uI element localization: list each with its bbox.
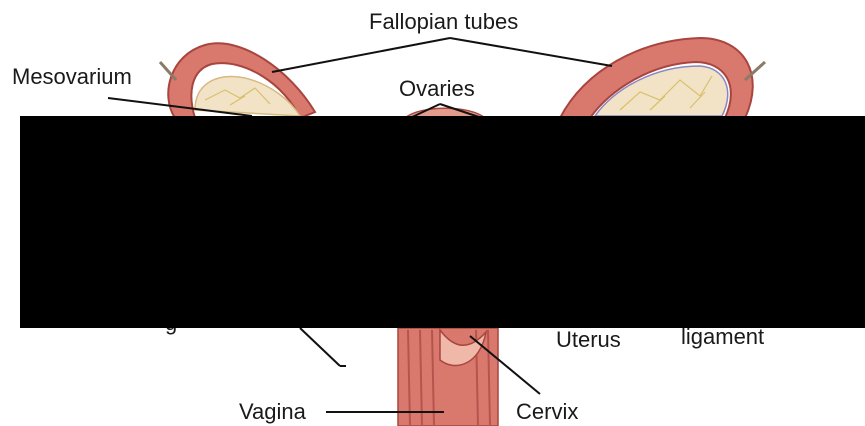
- redaction-block: [20, 116, 865, 328]
- label-cervix: Cervix: [516, 401, 578, 423]
- label-vagina: Vagina: [239, 401, 306, 423]
- label-fallopian-tubes: Fallopian tubes: [369, 11, 518, 33]
- fallopian-right-leader: [450, 38, 612, 66]
- broad-ligament-leader: [300, 328, 340, 366]
- label-uterus: Uterus: [556, 329, 621, 351]
- label-ligament: ligament: [681, 326, 764, 348]
- fallopian-left-leader: [272, 38, 450, 72]
- label-ovaries: Ovaries: [399, 78, 475, 100]
- label-mesovarium: Mesovarium: [12, 66, 132, 88]
